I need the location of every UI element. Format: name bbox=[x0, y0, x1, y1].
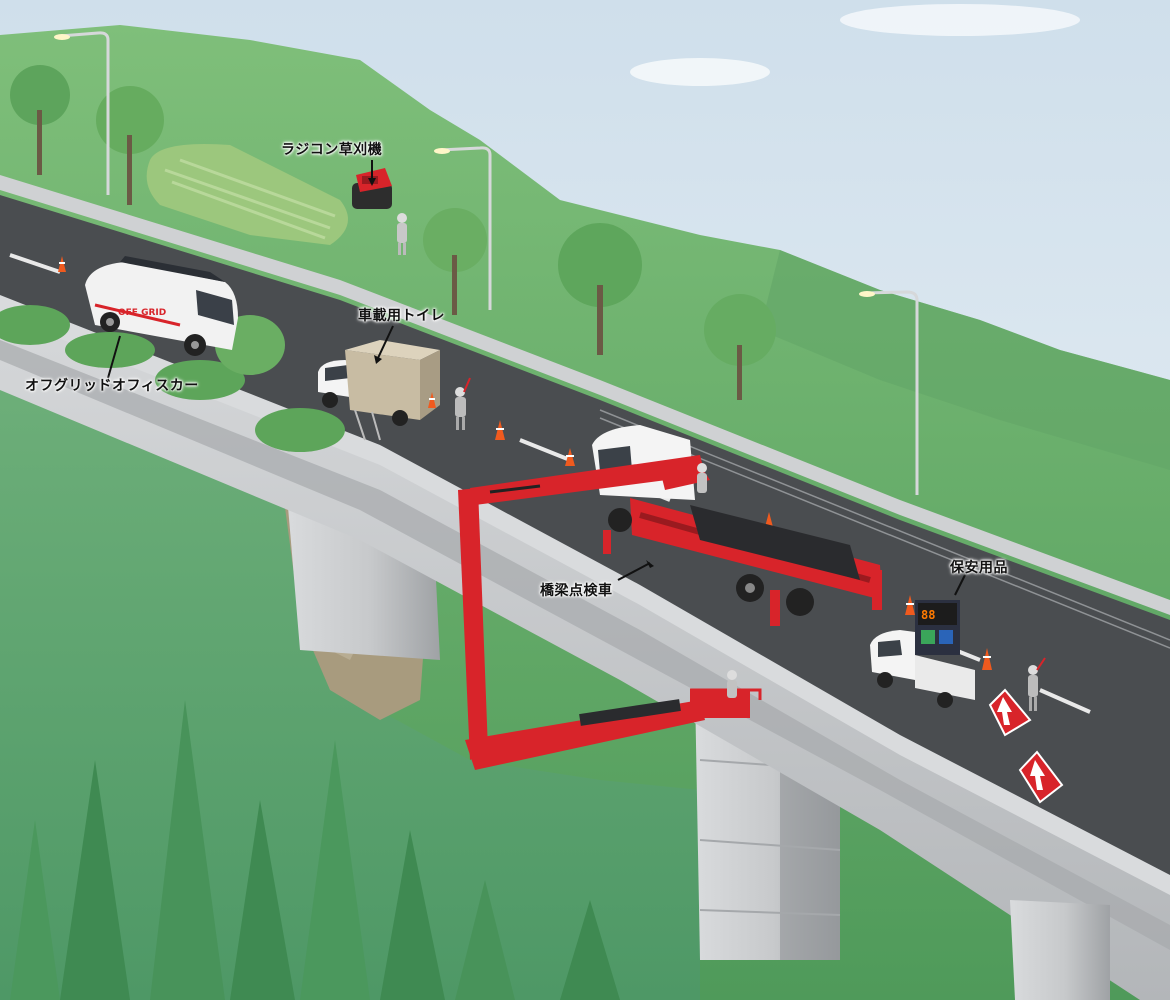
bridge-inspection-truck bbox=[458, 425, 882, 770]
label-off-grid-office-car: オフグリッドオフィスカー bbox=[25, 378, 199, 394]
street-lamp-icon bbox=[59, 31, 919, 495]
sign-digits: 88 bbox=[921, 608, 935, 622]
road-deck bbox=[0, 195, 1170, 880]
worker-mower bbox=[397, 213, 407, 255]
parapet-far bbox=[0, 175, 1170, 615]
van-logo: OFF GRID bbox=[118, 308, 166, 318]
hillside-shade bbox=[760, 250, 1170, 470]
cloud bbox=[630, 58, 770, 86]
conifer-trees bbox=[10, 700, 620, 1000]
mowed-stripes bbox=[164, 158, 336, 240]
leader-lines bbox=[107, 160, 966, 596]
arrow-up-sign-icon bbox=[988, 688, 1064, 804]
bridge-pier-far bbox=[1010, 900, 1110, 1000]
background-trees bbox=[10, 65, 776, 400]
flagman-right bbox=[1028, 657, 1046, 711]
inspection-workers bbox=[697, 463, 737, 698]
cloud bbox=[840, 4, 1080, 36]
label-rc-mower: ラジコン草刈機 bbox=[281, 142, 383, 158]
toilet-truck bbox=[318, 340, 440, 441]
safety-truck: 88 bbox=[870, 600, 975, 708]
flagman-worker bbox=[455, 377, 471, 430]
mowed-field bbox=[146, 144, 348, 245]
girder-shadow bbox=[0, 340, 1170, 950]
label-vehicle-toilet: 車載用トイレ bbox=[358, 308, 445, 324]
off-grid-office-van: OFF GRID bbox=[85, 256, 238, 356]
label-safety-equipment: 保安用品 bbox=[950, 560, 1008, 576]
label-bridge-inspection-truck: 橋梁点検車 bbox=[540, 583, 613, 599]
